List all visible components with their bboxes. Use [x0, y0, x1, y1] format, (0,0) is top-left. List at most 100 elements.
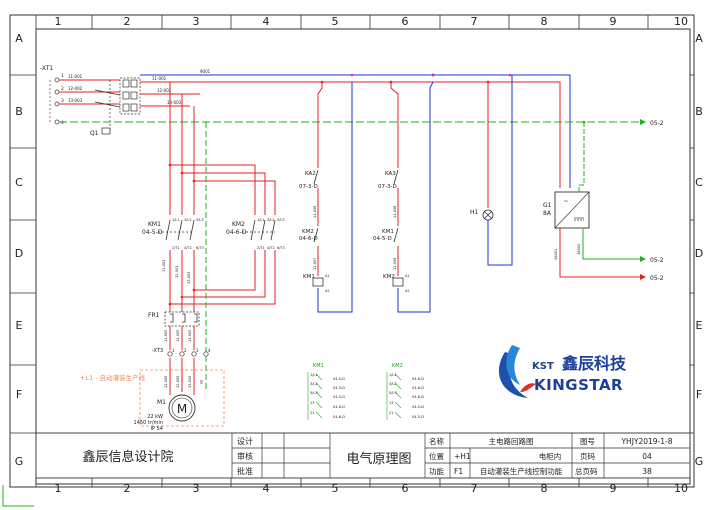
thermal-label: FR1 [148, 312, 160, 319]
row-label: B [15, 105, 23, 118]
motor-power: 22 kW [147, 414, 163, 420]
terminal-number: 3 [61, 98, 64, 104]
company-logo: KST 鑫辰科技 KINGSTAR [498, 345, 627, 398]
wire-label: 13-005 [188, 376, 192, 388]
lamp-group: H1 [470, 75, 513, 266]
control-circuit-km2: KA3 07-3-D KM1 04-5-D KM2 11-008 11-009 … [373, 81, 434, 313]
contact-ref: 04-6-D [333, 415, 345, 419]
contact-pin: 5/L3 [310, 391, 318, 395]
contact-ref: 04-6-D [333, 405, 345, 409]
contact-ref: 04-6-D [412, 395, 424, 399]
col-label: 2 [124, 482, 131, 495]
col-label: 10 [674, 482, 688, 495]
wire-label: 12-005 [176, 376, 180, 388]
name-label: 名称 [429, 436, 444, 446]
col-label: 9 [610, 482, 617, 495]
row-label: B [695, 105, 703, 118]
pin-label: 5/L3 [196, 218, 204, 222]
terminal-circle [54, 101, 60, 107]
drawing-title: 电气原理图 [346, 451, 411, 467]
logo-chinese: 鑫辰科技 [561, 354, 627, 373]
col-label: 8 [541, 15, 548, 28]
terminal-circle [54, 89, 60, 95]
interlock-ref: 04-6-D [299, 236, 318, 242]
contactor-group: KM1 04-5-D KM2 04-6-D 1/L1 3/L2 5/L3 2/T… [142, 82, 285, 312]
terminal-number: 4 [61, 120, 64, 126]
col-label: 6 [402, 482, 409, 495]
approve-label: 批准 [237, 466, 253, 476]
page-number: 04 [642, 452, 652, 461]
relay-ref: 07-3-D [299, 184, 318, 190]
terminal-circle [191, 351, 197, 357]
terminal-number: 3 [196, 348, 199, 353]
function-code: F1 [454, 467, 463, 476]
pin-label: 2/T1 [172, 246, 180, 250]
wire-label: 12-002 [157, 88, 172, 93]
psu-rating: 8A [543, 210, 552, 217]
breaker-q1 [94, 77, 141, 135]
coil-km1 [312, 277, 324, 287]
offpage-arrow [640, 256, 646, 262]
main-supply-group: -XT1 1 2 3 4 11-001 12-002 13-003 [40, 65, 664, 188]
col-label: 3 [193, 15, 200, 28]
pin-label: 2/T1 [257, 246, 265, 250]
contact-pin: 3/L2 [389, 382, 397, 386]
motor-letter: M [177, 402, 187, 416]
contact-pin: 21 [310, 411, 314, 415]
contact-ref: 04-5-D [333, 386, 345, 390]
offpage-arrow [640, 274, 646, 280]
contact-pin: 13 [310, 401, 314, 405]
location-note: +L1 - 自动灌装生产线 [80, 373, 146, 382]
wire-label: 11-008 [393, 206, 397, 218]
col-label: 6 [402, 15, 409, 28]
neutral-bus [140, 74, 571, 188]
wire-label: 12-003 [175, 266, 179, 278]
row-label: G [695, 455, 704, 468]
row-label: F [16, 388, 22, 401]
pin-label: 1/L1 [257, 218, 265, 222]
drawing-frame: 1 2 3 4 5 6 7 8 9 10 1 2 3 4 5 6 7 8 9 1… [2, 14, 704, 507]
wire-label: 11-007 [313, 258, 317, 270]
pin-label: A1 [325, 274, 330, 278]
offpage-ref: 05-2 [650, 120, 664, 127]
drawing-no: YHJY2019-1-8 [620, 437, 672, 446]
breaker-label: Q1 [90, 130, 99, 137]
col-label: 7 [471, 15, 478, 28]
terminal-number: 2 [184, 348, 187, 353]
row-label: A [15, 32, 23, 45]
offpage-ref: 05-2 [650, 257, 664, 264]
contactor-ref: 04-5-D [142, 229, 163, 236]
location-value: 电柜内 [539, 451, 562, 461]
pin-label: 4/T2 [267, 246, 275, 250]
contact-ref: 04-5-D [333, 395, 345, 399]
drawing-no-label: 图号 [580, 437, 595, 446]
terminal-circle [54, 119, 60, 125]
pin-label: 3/L2 [267, 218, 275, 222]
title-block: 鑫辰信息设计院 设计 审核 批准 电气原理图 名称 主电路回路图 位置 +H1 … [35, 432, 691, 479]
wire-label: PE [200, 380, 204, 384]
contact-table-km2: KM2 1/L1 3/L2 5/L3 13 21 04-6-D 04-6-D 0… [386, 363, 424, 420]
coil-label: KM1 [303, 274, 315, 280]
bus-label: 9001 [200, 69, 211, 74]
terminal-number: 1 [172, 348, 175, 353]
row-label: A [695, 32, 703, 45]
col-label: 5 [332, 15, 339, 28]
control-circuit-km1: KA2 07-3-D KM2 04-6-D KM1 11-006 11-007 … [299, 82, 353, 313]
function-value: 自动灌装生产线控制功能 [480, 466, 563, 476]
contact-pin: 21 [389, 411, 393, 415]
name-value: 主电路回路图 [489, 436, 534, 446]
relay-ref: 07-3-D [378, 184, 397, 190]
contact-table-km1: KM1 1/L1 3/L2 5/L3 13 21 04-5-D 04-5-D 0… [307, 363, 345, 420]
wire-label: 11-005 [164, 330, 168, 342]
interlock-ref: 04-5-D [373, 236, 392, 242]
company-name: 鑫辰信息设计院 [82, 449, 173, 465]
total-label: 总页码 [575, 466, 598, 476]
field-enclosure [139, 369, 225, 427]
col-label: 4 [263, 482, 270, 495]
col-label: 4 [263, 15, 270, 28]
psu-label: G1 [543, 202, 552, 209]
coil-km2 [392, 277, 404, 287]
wire-label: 3A002 [577, 244, 581, 255]
contact-ref: 04-6-D [412, 386, 424, 390]
